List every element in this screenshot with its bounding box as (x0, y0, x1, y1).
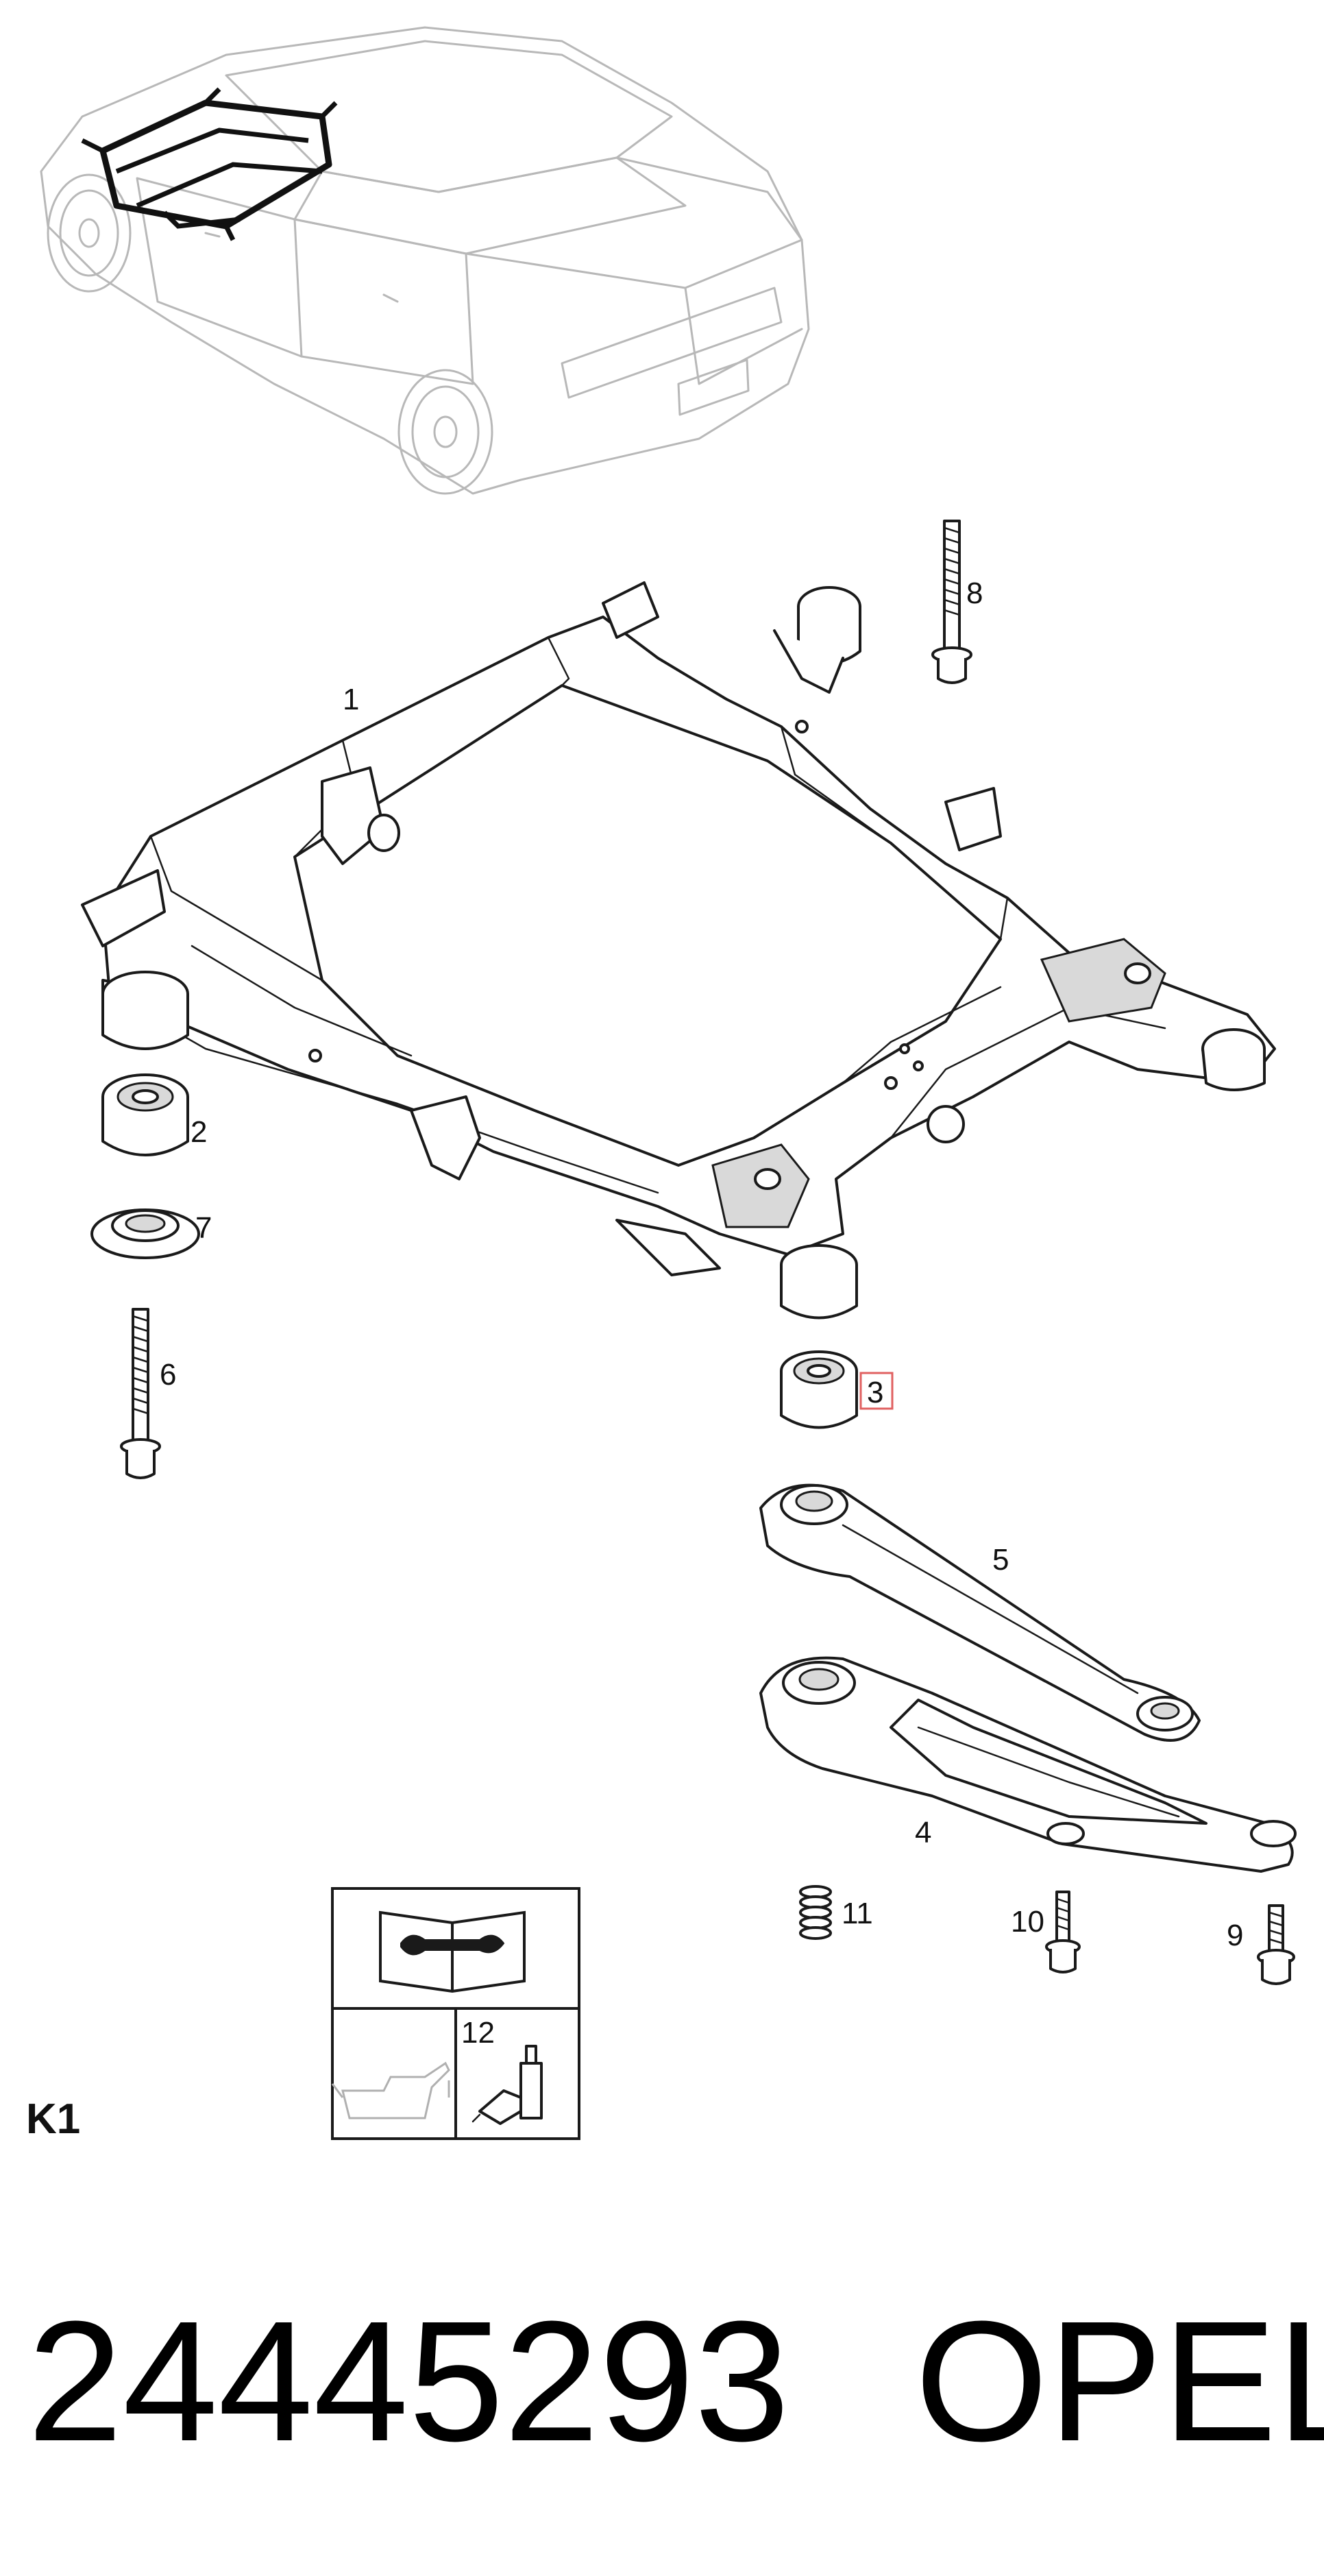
part-number: 24445293 (27, 2285, 789, 2477)
car-overview-illustration (40, 26, 810, 495)
bolt-part-10 (1045, 1891, 1081, 1973)
callout-4: 4 (915, 1816, 931, 1849)
callout-6: 6 (160, 1358, 176, 1392)
control-arm-part-5 (759, 1483, 1201, 1742)
callout-8: 8 (966, 576, 983, 610)
frame-bushing-right (780, 1244, 858, 1320)
callout-9: 9 (1227, 1919, 1243, 1952)
manual-wrench-icon (379, 1910, 526, 1993)
callout-7: 7 (195, 1211, 212, 1245)
callout-11: 11 (842, 1897, 873, 1930)
adhesive-bottle-icon (471, 2045, 543, 2125)
bolt-part-9 (1257, 1904, 1295, 1985)
bolt-part-8 (931, 520, 972, 684)
callout-1: 1 (343, 683, 359, 716)
callout-12: 12 (461, 2016, 495, 2050)
section-code: K1 (26, 2095, 80, 2143)
callout-5: 5 (992, 1543, 1009, 1577)
washer-part-7 (90, 1208, 200, 1259)
bushing-part-2 (101, 1073, 189, 1156)
subframe-crossmember (81, 581, 1276, 1276)
oil-can-icon (331, 2061, 450, 2119)
callout-2: 2 (191, 1115, 207, 1149)
callout-3: 3 (867, 1376, 883, 1409)
spring-part-11 (799, 1885, 832, 1940)
frame-bushing-left (101, 971, 189, 1050)
service-info-box (331, 1887, 580, 2140)
control-arm-part-4 (759, 1656, 1297, 1873)
callout-3-highlight (859, 1372, 894, 1410)
bushing-part-3 (780, 1350, 858, 1429)
bolt-part-6 (120, 1308, 161, 1479)
callout-10: 10 (1011, 1905, 1044, 1939)
brand-name: OPEL (915, 2285, 1324, 2477)
